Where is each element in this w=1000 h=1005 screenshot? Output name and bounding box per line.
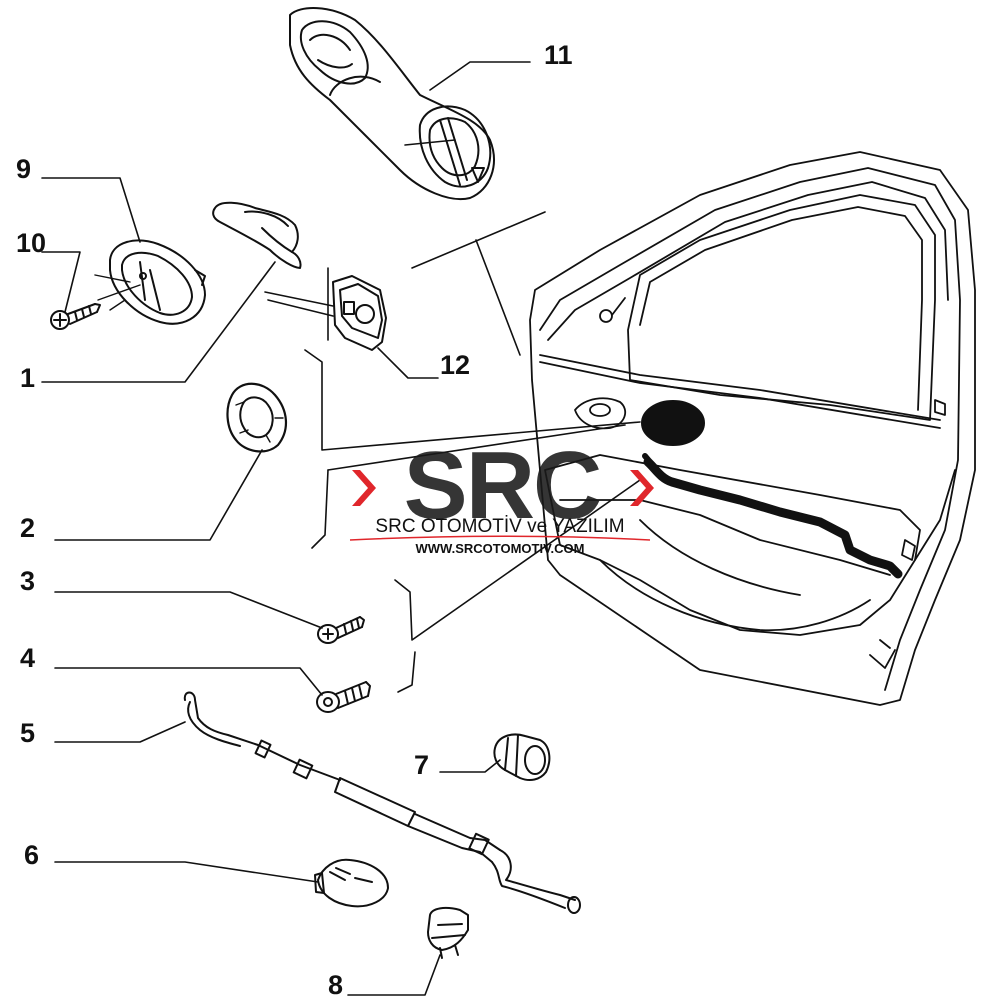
part-4-screw	[316, 681, 371, 713]
part-12-switch-plate	[332, 275, 387, 351]
watermark-url: WWW.SRCOTOMOTIV.COM	[415, 541, 585, 556]
callout-4: 4	[20, 643, 36, 673]
highlighted-parts	[641, 400, 903, 579]
callout-3: 3	[20, 566, 36, 596]
callout-7: 7	[414, 750, 430, 780]
part-10-screw	[50, 303, 101, 330]
speaker-opening-fill	[641, 400, 705, 446]
callout-11: 11	[544, 40, 573, 70]
part-3-screw	[317, 616, 365, 644]
part-11-handle-housing	[289, 7, 495, 200]
part-7-grommet	[493, 733, 551, 781]
callout-5: 5	[20, 718, 36, 748]
part-9-bezel	[109, 239, 206, 325]
callout-8: 8	[328, 970, 344, 1000]
part-8-bushing	[427, 906, 469, 959]
part-1-lever	[212, 201, 302, 269]
door-panel	[529, 151, 976, 706]
watermark-company: SRC OTOMOTİV ve YAZILIM	[375, 516, 625, 537]
wiring-harness-fill	[643, 457, 903, 579]
callout-2: 2	[20, 513, 36, 543]
leader-lines	[41, 61, 531, 996]
part-2-gasket	[226, 382, 287, 453]
part-6-clip	[314, 858, 389, 908]
callout-1: 1	[20, 363, 36, 393]
part-5-cable	[183, 691, 581, 914]
callout-9: 9	[16, 154, 32, 184]
callout-6: 6	[24, 840, 40, 870]
assembly-lines	[264, 211, 641, 693]
watermark-logo: SRC	[403, 432, 603, 539]
callout-12: 12	[440, 350, 471, 380]
callout-10: 10	[16, 228, 47, 258]
